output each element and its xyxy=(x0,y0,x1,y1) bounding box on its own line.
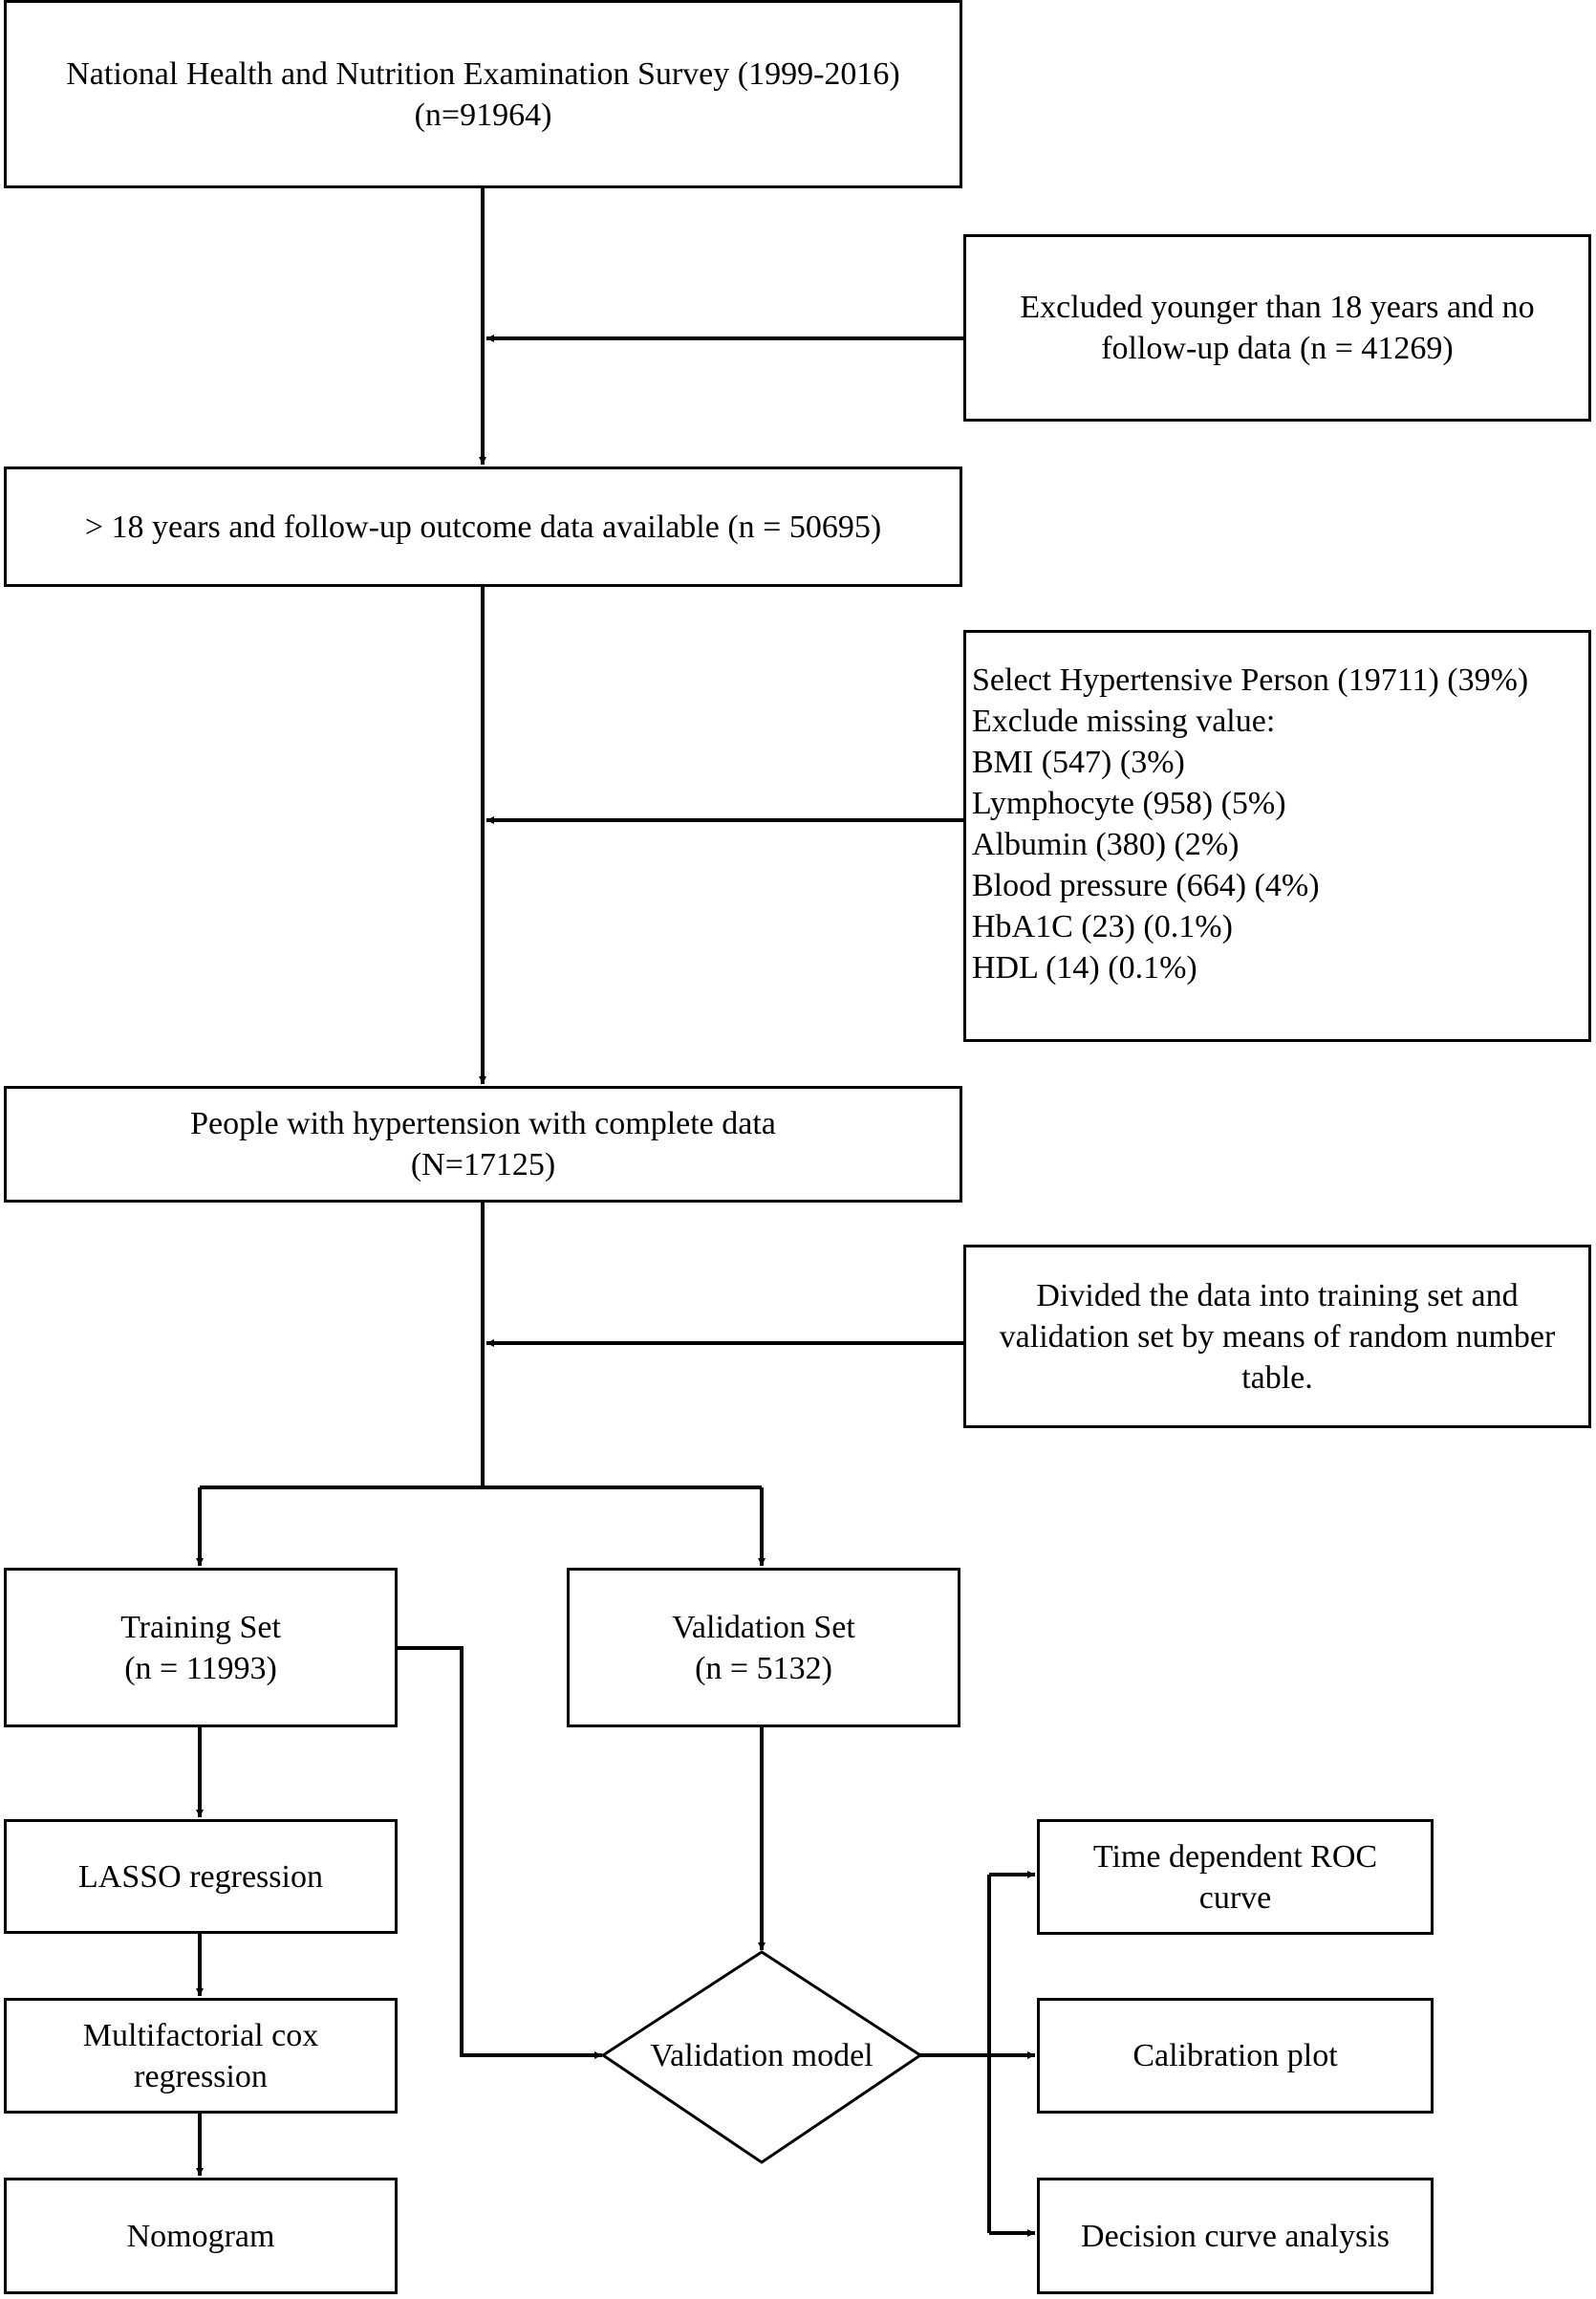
divided-line1: Divided the data into training set and xyxy=(1036,1277,1519,1313)
exclusion-line: Blood pressure (664) (4%) xyxy=(972,868,1320,903)
nhanes-box: National Health and Nutrition Examinatio… xyxy=(4,0,962,188)
training-set-label: Training Set xyxy=(120,1609,281,1645)
roc-box: Time dependent ROC curve xyxy=(1037,1819,1434,1935)
complete-data-count: (N=17125) xyxy=(410,1147,556,1182)
training-set-count: (n = 11993) xyxy=(124,1650,277,1686)
calibration-label: Calibration plot xyxy=(1132,2038,1338,2073)
exclusion-line: Albumin (380) (2%) xyxy=(972,827,1240,862)
nhanes-count: (n=91964) xyxy=(414,97,552,133)
excluded-age-line1: Excluded younger than 18 years and no xyxy=(1020,290,1535,325)
exclusion-line: Lymphocyte (958) (5%) xyxy=(972,786,1286,821)
exclusion-line: HbA1C (23) (0.1%) xyxy=(972,909,1233,944)
cox-box: Multifactorial cox regression xyxy=(4,1998,398,2114)
nhanes-title: National Health and Nutrition Examinatio… xyxy=(66,55,900,92)
cox-line1: Multifactorial cox xyxy=(82,2017,319,2053)
training-set-box: Training Set (n = 11993) xyxy=(4,1568,398,1727)
validation-set-box: Validation Set (n = 5132) xyxy=(567,1568,960,1727)
divided-line2: validation set by means of random number xyxy=(999,1318,1556,1355)
decision-label: Decision curve analysis xyxy=(1081,2218,1390,2254)
validation-model-diamond xyxy=(600,1950,923,2164)
decision-box: Decision curve analysis xyxy=(1037,2178,1434,2294)
exclusion-line: HDL (14) (0.1%) xyxy=(972,950,1197,986)
excluded-age-line2: follow-up data (n = 41269) xyxy=(1101,331,1454,366)
lasso-box: LASSO regression xyxy=(4,1819,398,1934)
roc-line1: Time dependent ROC xyxy=(1092,1838,1378,1875)
complete-data-label: People with hypertension with complete d… xyxy=(190,1106,776,1141)
cox-line2: regression xyxy=(134,2058,268,2094)
divided-line3: table. xyxy=(1241,1359,1313,1396)
arrow-training-to-model xyxy=(398,1646,602,2059)
validation-model-label: Validation model xyxy=(650,2037,873,2073)
calibration-box: Calibration plot xyxy=(1037,1998,1434,2114)
exclusions-box: Select Hypertensive Person (19711) (39%)… xyxy=(963,630,1591,1042)
divided-box: Divided the data into training set and v… xyxy=(963,1245,1591,1428)
nomogram-label: Nomogram xyxy=(126,2218,275,2254)
nomogram-box: Nomogram xyxy=(4,2178,398,2294)
excluded-age-box: Excluded younger than 18 years and no fo… xyxy=(963,234,1591,422)
validation-set-count: (n = 5132) xyxy=(695,1650,832,1686)
exclusion-line: Exclude missing value: xyxy=(972,704,1276,739)
adults-label: > 18 years and follow-up outcome data av… xyxy=(84,509,882,545)
complete-data-box: People with hypertension with complete d… xyxy=(4,1086,962,1203)
roc-line2: curve xyxy=(1198,1879,1272,1916)
adults-box: > 18 years and follow-up outcome data av… xyxy=(4,466,962,587)
lasso-label: LASSO regression xyxy=(78,1858,323,1895)
validation-set-label: Validation Set xyxy=(672,1609,855,1645)
exclusion-line: BMI (547) (3%) xyxy=(972,745,1185,780)
exclusion-line: Select Hypertensive Person (19711) (39%) xyxy=(972,662,1529,698)
